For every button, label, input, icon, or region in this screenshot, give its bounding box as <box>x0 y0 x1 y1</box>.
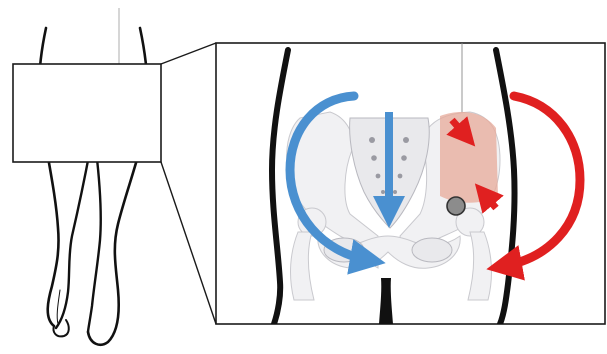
connector-top <box>161 43 216 64</box>
inner-leg-left <box>56 150 90 328</box>
hip-joint-marker <box>447 197 465 215</box>
lower-body-figure <box>39 8 148 345</box>
muscle-highlight <box>440 112 498 203</box>
connector-bottom <box>161 162 216 324</box>
zoom-source-box <box>13 64 161 162</box>
inner-leg-right <box>88 150 101 332</box>
